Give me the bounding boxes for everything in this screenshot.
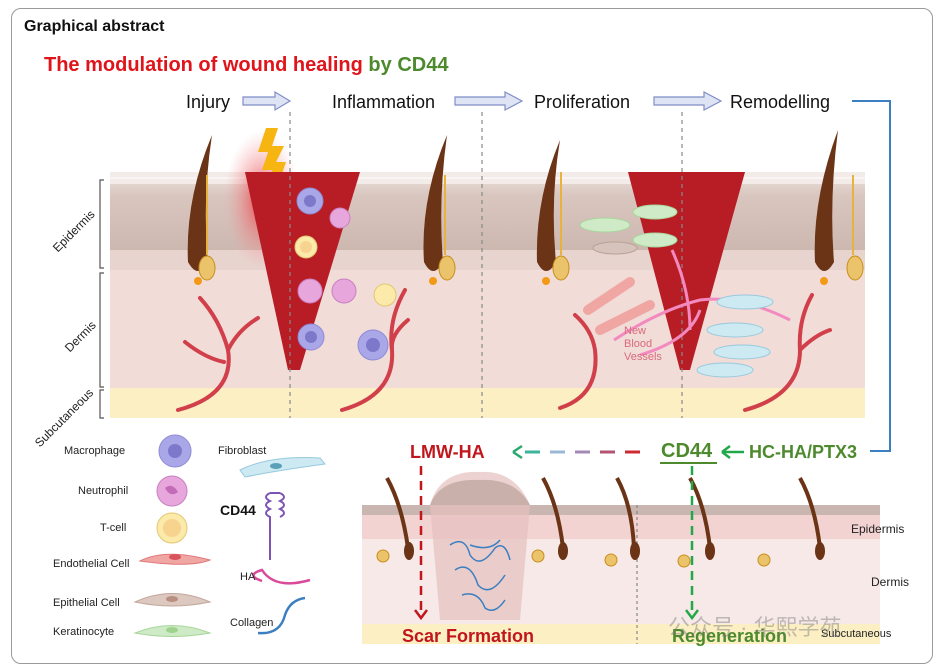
immune-cells bbox=[294, 187, 397, 361]
proliferating-cells bbox=[579, 204, 678, 335]
blood-vessels bbox=[176, 288, 832, 412]
stage-inflammation: Inflammation bbox=[332, 92, 436, 112]
legend-cd44: CD44 bbox=[220, 502, 256, 518]
stage-injury: Injury bbox=[186, 92, 231, 112]
hc-ha-ptx3-label: HC-HA/PTX3 bbox=[749, 442, 858, 462]
legend-t-cell: T-cell bbox=[100, 522, 127, 534]
label-subcutaneous-right: Subcutaneous bbox=[821, 628, 892, 640]
legend-neutrophil: Neutrophil bbox=[78, 485, 129, 497]
stage-remodelling: Remodelling bbox=[730, 92, 831, 112]
new-blood-vessels-label: New Blood Vessels bbox=[624, 325, 662, 364]
lmw-ha-label: LMW-HA bbox=[410, 442, 485, 462]
legend-fibroblast: Fibroblast bbox=[218, 445, 267, 457]
watermark: 公众号 · 华熙学苑 bbox=[668, 615, 842, 640]
title-part-green: by CD44 bbox=[368, 54, 449, 76]
regeneration-label: Regeneration bbox=[672, 626, 788, 646]
stage-proliferation: Proliferation bbox=[534, 92, 631, 112]
legend-collagen: Collagen bbox=[230, 617, 274, 629]
nbv-line-1: New bbox=[624, 325, 647, 337]
stage-arrow-2 bbox=[454, 91, 524, 111]
stage-arrow-1 bbox=[242, 90, 292, 112]
fibroblasts bbox=[696, 294, 774, 378]
legend-ha: HA bbox=[240, 571, 256, 583]
feedback-connector bbox=[852, 100, 891, 452]
legend-macrophage: Macrophage bbox=[64, 445, 126, 457]
bottom-skin-comparison bbox=[362, 466, 880, 644]
nbv-line-2: Blood bbox=[624, 338, 653, 350]
scar-formation-label: Scar Formation bbox=[402, 626, 535, 646]
figure-header: Graphical abstract bbox=[24, 18, 165, 35]
title-part-red: The modulation of wound healing bbox=[44, 54, 363, 76]
label-epidermis-right: Epidermis bbox=[851, 522, 905, 536]
legend-keratinocyte: Keratinocyte bbox=[53, 626, 115, 638]
layer-brackets bbox=[99, 179, 104, 419]
nbv-line-3: Vessels bbox=[624, 351, 662, 363]
stage-arrow-3 bbox=[653, 91, 723, 111]
wound-proliferation bbox=[628, 172, 745, 370]
hair-follicles bbox=[187, 130, 864, 285]
legend-epithelial-cell: Epithelial Cell bbox=[53, 597, 120, 609]
legend-icons bbox=[133, 434, 326, 637]
legend-endothelial-cell: Endothelial Cell bbox=[53, 558, 130, 570]
label-dermis-right: Dermis bbox=[871, 575, 909, 589]
figure-title: The modulation of wound healing by CD44 bbox=[44, 54, 448, 77]
pathway-arrows bbox=[512, 444, 744, 464]
cd44-label: CD44 bbox=[661, 440, 713, 462]
